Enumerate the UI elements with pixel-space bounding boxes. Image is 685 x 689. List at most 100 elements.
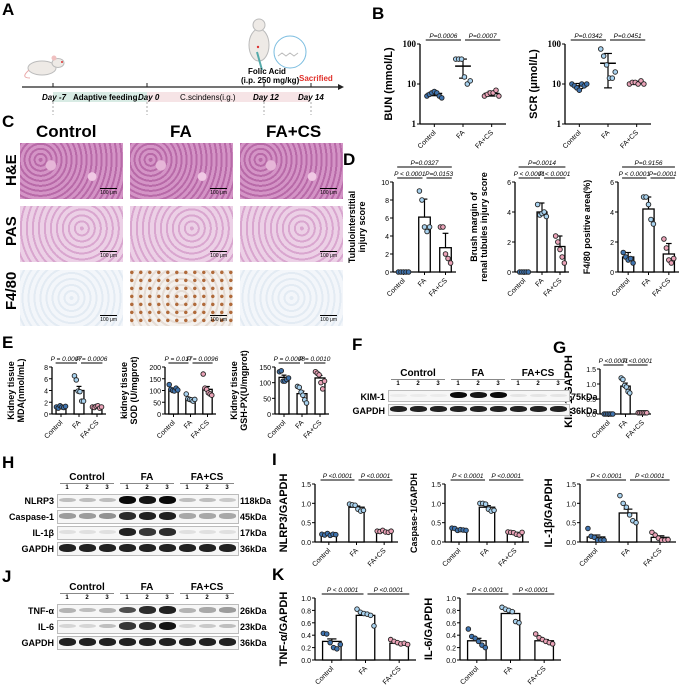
protein-band — [159, 544, 176, 552]
y-tick-label: 6 — [385, 216, 389, 223]
data-point — [405, 269, 412, 275]
histology-image-he-fa: 100 μm — [130, 143, 233, 199]
protein-band — [199, 638, 216, 646]
molecular-weight-label: 36kDa — [240, 544, 267, 554]
x-tick-label: Control — [417, 129, 438, 150]
protein-band — [119, 496, 136, 504]
p-value-label: P = 0.0096 — [187, 356, 219, 363]
adaptive-feeding-bar — [53, 92, 147, 102]
lane-number: 3 — [225, 485, 229, 491]
data-point — [440, 224, 446, 230]
data-point — [561, 260, 568, 266]
x-tick-label: FA — [534, 277, 545, 288]
data-point — [296, 384, 303, 391]
y-tick-label: 10 — [407, 79, 417, 89]
data-point — [534, 201, 541, 208]
x-tick-label: FA+CS — [643, 547, 664, 568]
p-value-label: P < 0.0001 — [591, 473, 623, 480]
protein-band — [450, 406, 467, 412]
y-tick-label: 0.0 — [431, 540, 441, 547]
y-tick-label: 0.0 — [301, 658, 311, 665]
y-tick-label: 1.0 — [446, 596, 456, 603]
x-tick-label: Control — [156, 419, 177, 440]
protein-band — [530, 393, 547, 398]
blot-row-label: Caspase-1 — [8, 512, 54, 522]
protein-band — [139, 496, 156, 504]
y-tick-label: 4 — [385, 234, 389, 241]
data-point — [671, 255, 677, 262]
protein-band — [179, 497, 196, 503]
x-tick-label: Control — [314, 665, 335, 686]
x-tick-label: FA — [417, 277, 428, 288]
p-value-label: P = 0.0008 — [274, 356, 306, 363]
group-header: FA+CS — [180, 582, 234, 594]
y-axis-label: Brush margin of — [469, 191, 479, 262]
y-tick-label: 10 — [381, 180, 389, 187]
data-point — [80, 398, 87, 404]
histology-image-he-control: 100 μm — [20, 143, 123, 199]
p-value-label: P = 0.017 — [165, 356, 193, 363]
protein-band — [59, 623, 76, 629]
y-axis-label: IL-6/GAPDH — [423, 598, 435, 660]
y-tick-label: 50 — [263, 396, 271, 403]
protein-band — [219, 623, 236, 629]
p-value-label: P=0.9156 — [634, 160, 662, 167]
data-point — [552, 233, 559, 239]
data-point — [609, 75, 616, 81]
y-tick-label: 8 — [44, 365, 48, 372]
protein-band — [199, 513, 216, 519]
data-point — [183, 391, 189, 397]
data-point — [371, 623, 377, 629]
data-point — [354, 606, 360, 612]
y-axis-label: MDA(nmol/mL) — [16, 359, 26, 423]
panel-label-c: C — [2, 112, 15, 131]
data-point — [98, 404, 105, 410]
data-point — [644, 410, 650, 416]
protein-band — [79, 607, 96, 613]
protein-band — [510, 393, 527, 398]
panel-label-b: B — [372, 4, 385, 23]
group-header: FA+CS — [180, 472, 234, 484]
lane-number: 1 — [65, 485, 69, 491]
blot-row-label: GAPDH — [21, 638, 54, 648]
data-point — [447, 260, 454, 266]
y-tick-label: 2 — [507, 240, 511, 247]
y-tick-label: 4 — [507, 210, 511, 217]
p-value-label: P <0.0001 — [519, 587, 549, 594]
y-axis-label: SOD (U/mgprot) — [129, 357, 139, 425]
x-tick-label: FA — [618, 419, 629, 430]
p-value-label: P < 0.0001 — [472, 587, 504, 594]
y-tick-label: 0.4 — [301, 633, 311, 640]
p-value-label: P=0.0342 — [574, 33, 602, 40]
protein-band — [390, 394, 407, 397]
protein-band — [59, 513, 76, 519]
protein-band — [179, 638, 196, 646]
y-tick-label: 0.5 — [586, 397, 596, 404]
protein-band — [119, 622, 136, 630]
data-point — [192, 396, 198, 403]
y-tick-label: 4 — [44, 389, 48, 396]
lane-number: 3 — [556, 381, 560, 387]
data-point — [285, 375, 292, 381]
protein-band — [99, 544, 116, 552]
p-value-label: P < 0.0001 — [619, 171, 651, 178]
group-header: FA+CS — [511, 368, 565, 380]
x-tick-label: FA+CS — [303, 419, 324, 440]
lane-number: 3 — [105, 485, 109, 491]
p-value-label: P <0.0001 — [491, 473, 521, 480]
bar-fa — [536, 211, 548, 273]
sacrificed-label: Sacrified — [299, 74, 333, 83]
y-axis-label: SCR (μmol/L) — [528, 49, 540, 119]
y-tick-label: 100 — [548, 39, 562, 49]
p-value-label: P < 0.0001 — [327, 587, 359, 594]
p-value-label: P < 0.0001 — [514, 171, 546, 178]
